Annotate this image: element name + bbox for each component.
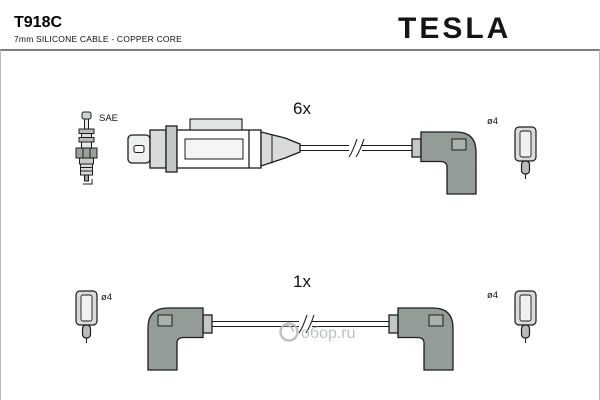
tesla-logo: TESLA bbox=[398, 12, 511, 45]
diameter-label-1x-right: ø4 bbox=[487, 290, 498, 301]
qty-1x-label: 1x bbox=[293, 272, 311, 291]
diameter-label-1x-left: ø4 bbox=[101, 292, 112, 303]
cable-break-icon bbox=[348, 138, 358, 158]
straight-connector bbox=[127, 118, 301, 173]
part-number: T918C bbox=[14, 14, 62, 31]
watermark: обор.ru bbox=[279, 322, 356, 342]
sae-label: SAE bbox=[99, 113, 118, 124]
cable-6x bbox=[300, 138, 413, 158]
angle-boot-right-1x bbox=[388, 307, 454, 371]
watermark-logo-icon bbox=[279, 322, 299, 342]
terminal-icon-1x-right bbox=[514, 290, 537, 343]
qty-6x-label: 6x bbox=[293, 99, 311, 118]
cable-break-icon bbox=[298, 314, 308, 334]
diameter-label-6x: ø4 bbox=[487, 116, 498, 127]
terminal-icon-6x bbox=[514, 126, 537, 179]
watermark-text: обор.ru bbox=[301, 325, 356, 342]
spark-plug-icon bbox=[75, 111, 98, 185]
terminal-icon-1x-left bbox=[75, 290, 98, 343]
angle-boot-right-6x bbox=[411, 131, 477, 195]
angle-boot-left-1x bbox=[147, 307, 213, 371]
cable-1x bbox=[212, 314, 390, 334]
cable-subtitle: 7mm SILICONE CABLE - COPPER CORE bbox=[14, 34, 182, 44]
